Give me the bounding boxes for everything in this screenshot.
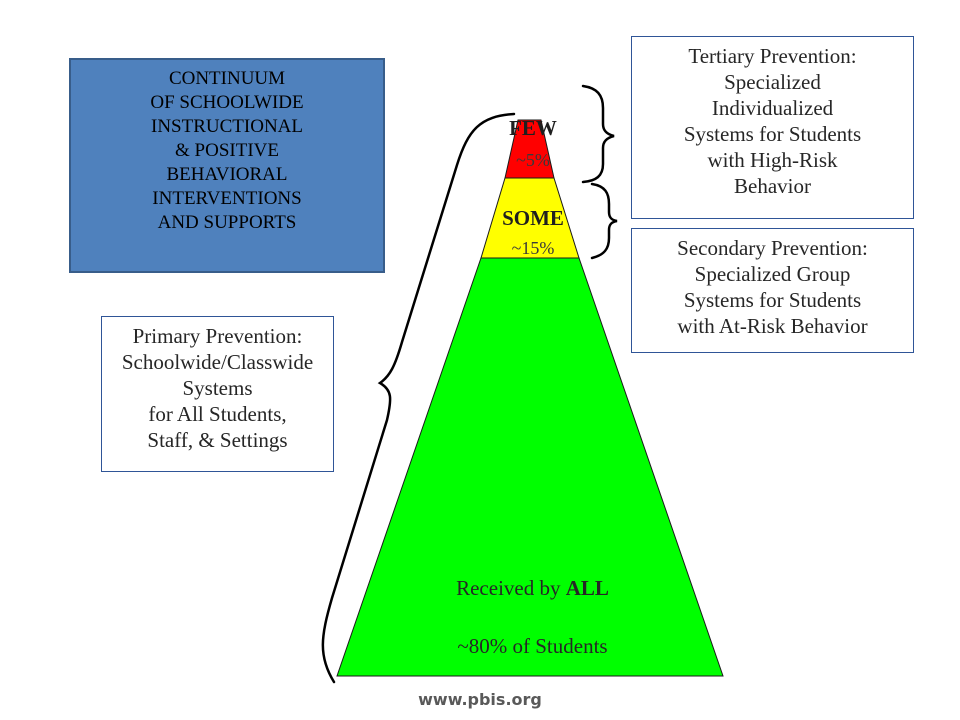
tier-few-percent: ~5% [516,150,550,170]
tier-all-percent: ~80% of Students [457,634,608,658]
title-line: OF SCHOOLWIDE [150,92,304,113]
tertiary-line: with High-Risk [707,148,838,172]
primary-prevention-box: Primary Prevention: Schoolwide/Classwide… [101,316,334,472]
tertiary-line: Specialized [724,70,821,94]
title-line: INTERVENTIONS [152,188,302,209]
tertiary-line: Behavior [734,174,811,198]
tertiary-line: Tertiary Prevention: [688,44,857,68]
continuum-title-box: CONTINUUM OF SCHOOLWIDE INSTRUCTIONAL & … [69,58,385,273]
primary-line: Schoolwide/Classwide [121,350,314,374]
title-line: AND SUPPORTS [157,212,297,233]
tier-all-label-prefix: Received by [456,576,566,600]
secondary-brace [590,182,618,260]
tertiary-prevention-box: Tertiary Prevention: Specialized Individ… [631,36,914,219]
title-line: CONTINUUM [168,68,286,89]
tier-some-label: SOME [502,206,564,230]
secondary-line: Secondary Prevention: [677,236,868,260]
tertiary-line: Systems for Students [683,122,862,146]
tertiary-line: Individualized [711,96,834,120]
secondary-line: Specialized Group [694,262,851,286]
title-line: BEHAVIORAL [166,164,288,185]
tertiary-brace [581,84,615,184]
source-url: www.pbis.org [418,690,542,709]
title-line: & POSITIVE [175,140,279,161]
primary-brace [321,112,516,684]
primary-line: Systems [182,376,253,400]
tier-few-red [504,119,555,179]
title-line: INSTRUCTIONAL [151,116,303,137]
primary-line: Staff, & Settings [147,428,288,452]
secondary-prevention-box: Secondary Prevention: Specialized Group … [631,228,914,353]
tier-few-label: FEW [509,116,557,140]
tier-some-percent: ~15% [511,238,555,258]
tier-all-label-bold: ALL [565,576,609,600]
primary-line: Primary Prevention: [132,324,303,348]
primary-line: for All Students, [148,402,287,426]
tier-all-label: Received by ALL [400,576,665,601]
secondary-line: with At-Risk Behavior [677,314,868,338]
secondary-line: Systems for Students [683,288,862,312]
